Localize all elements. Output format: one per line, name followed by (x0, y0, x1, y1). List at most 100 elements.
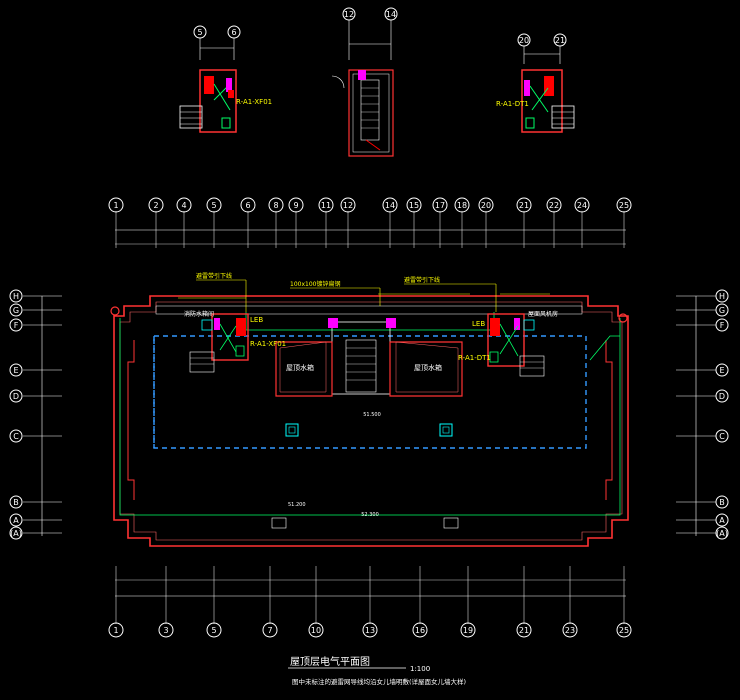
detail-right-axis-20: 20 (519, 36, 529, 45)
top-axis-6-bubble (240, 197, 256, 213)
left-axis-4-bubble (9, 389, 23, 403)
ld-right-label: LEB (472, 320, 485, 328)
left-axis-7-bubble (9, 513, 23, 527)
right-axis-3-label: E (719, 366, 724, 375)
bottom-axis-5-label: 13 (365, 626, 375, 635)
right-axis-7-bubble (715, 513, 729, 527)
left-axis-4-label: D (13, 392, 19, 401)
top-axis-22-bubble (546, 197, 562, 213)
top-axis-14-label: 14 (385, 201, 395, 210)
center-stair-core (275, 318, 463, 397)
right-axis-3-bubble (715, 363, 729, 377)
left-axis-5-label: C (13, 432, 19, 441)
top-axis-18-bubble (454, 197, 470, 213)
top-axis-12-label: 12 (343, 201, 353, 210)
detail-center-axis-14: 14 (386, 10, 396, 19)
bottom-axis-10-bubble (616, 622, 632, 638)
top-axis-21-label: 21 (519, 201, 529, 210)
detail-left-axis-6: 6 (231, 28, 236, 37)
top-axis-11-label: 11 (321, 201, 331, 210)
right-axis-4-label: D (719, 392, 725, 401)
drawing-note: 图中未标注的避雷网导线均沿女儿墙明敷(详屋面女儿墙大样) (292, 677, 466, 686)
top-axis-9-bubble (288, 197, 304, 213)
room-center-left-label: 屋顶水箱 (286, 363, 314, 372)
left-axis-7-label: A (13, 516, 19, 525)
top-axis-1-label: 1 (113, 201, 118, 210)
top-axis-6-label: 6 (245, 201, 250, 210)
bottom-axis-7-bubble (460, 622, 476, 638)
drawing-scale: 1:100 (410, 665, 430, 673)
room-right-label: 屋面风机房 (528, 310, 558, 318)
top-axis-20-bubble (478, 197, 494, 213)
top-axis-20-label: 20 (481, 201, 491, 210)
top-axis-4-label: 4 (181, 201, 186, 210)
top-axis-9-label: 9 (293, 201, 298, 210)
right-axis-1-bubble (715, 303, 729, 317)
detail-right (517, 33, 575, 133)
detail-left (179, 25, 241, 133)
room-left-label: 消防水箱间 (184, 310, 214, 318)
bottom-axis-1-label: 3 (163, 626, 168, 635)
left-axis-2-label: F (14, 321, 19, 330)
top-axis-11-bubble (318, 197, 334, 213)
right-machine-room (487, 313, 545, 377)
bottom-axis-1-bubble (158, 622, 174, 638)
top-axis-2-bubble (148, 197, 164, 213)
right-axis-8-label: (A) (716, 529, 728, 538)
top-axis-21-bubble (516, 197, 532, 213)
bottom-axis-9-label: 23 (565, 626, 575, 635)
right-axis-1-label: G (719, 306, 725, 315)
right-axis-8-bubble (715, 526, 729, 540)
bus-label-center: 100x100镀锌扁钢 (290, 280, 340, 288)
top-axis-14-bubble (382, 197, 398, 213)
bottom-axis-0-label: 1 (113, 626, 118, 635)
right-axis-4-bubble (715, 389, 729, 403)
bottom-axis-7-label: 19 (463, 626, 473, 635)
detail-right-axis-21: 21 (555, 36, 565, 45)
left-axis-6-label: B (13, 498, 19, 507)
left-axis-8-bubble (9, 526, 23, 540)
detail-right-box-label: R-A1-DT1 (496, 100, 529, 108)
detail-center-axis-12: 12 (344, 10, 354, 19)
bottom-axis-3-label: 7 (267, 626, 272, 635)
top-axis-25-label: 25 (619, 201, 629, 210)
top-axis-24-label: 24 (577, 201, 587, 210)
right-axis-0-label: H (719, 292, 725, 301)
top-axis-24-bubble (574, 197, 590, 213)
bottom-axis-4-label: 10 (311, 626, 321, 635)
top-axis-2-label: 2 (153, 201, 158, 210)
bottom-axis-8-label: 21 (519, 626, 529, 635)
bottom-axis-10-label: 25 (619, 626, 629, 635)
top-axis-4-bubble (176, 197, 192, 213)
left-axis-6-bubble (9, 495, 23, 509)
drawing-title: 屋顶层电气平面图 (290, 655, 370, 668)
bottom-axis-8-bubble (516, 622, 532, 638)
lightning-protection-net (153, 335, 587, 449)
left-machine-room (189, 313, 249, 373)
top-axis-25-bubble (616, 197, 632, 213)
right-axis-2-label: F (720, 321, 725, 330)
plan-left-box-label: R-A1-XF01 (250, 340, 286, 348)
bus-label-right: 避雷带引下线 (404, 276, 440, 284)
detail-center-labels: 12 14 (344, 10, 396, 19)
top-axis-17-bubble (432, 197, 448, 213)
bottom-axis-9-bubble (562, 622, 578, 638)
top-axis-5-bubble (206, 197, 222, 213)
top-axis-22-label: 22 (549, 201, 559, 210)
top-axis-12-bubble (340, 197, 356, 213)
top-axis-8-bubble (268, 197, 284, 213)
right-axis-0-bubble (715, 289, 729, 303)
right-axis-2-bubble (715, 318, 729, 332)
right-axis-6-bubble (715, 495, 729, 509)
annotation-leaders (178, 279, 550, 312)
elev-mid-label: 51.200 (288, 502, 306, 508)
right-axis-6-label: B (719, 498, 725, 507)
top-axis-18-label: 18 (457, 201, 467, 210)
ld-left-label: LEB (250, 316, 263, 324)
bottom-axis-3-bubble (262, 622, 278, 638)
top-axis-1-bubble (108, 197, 124, 213)
